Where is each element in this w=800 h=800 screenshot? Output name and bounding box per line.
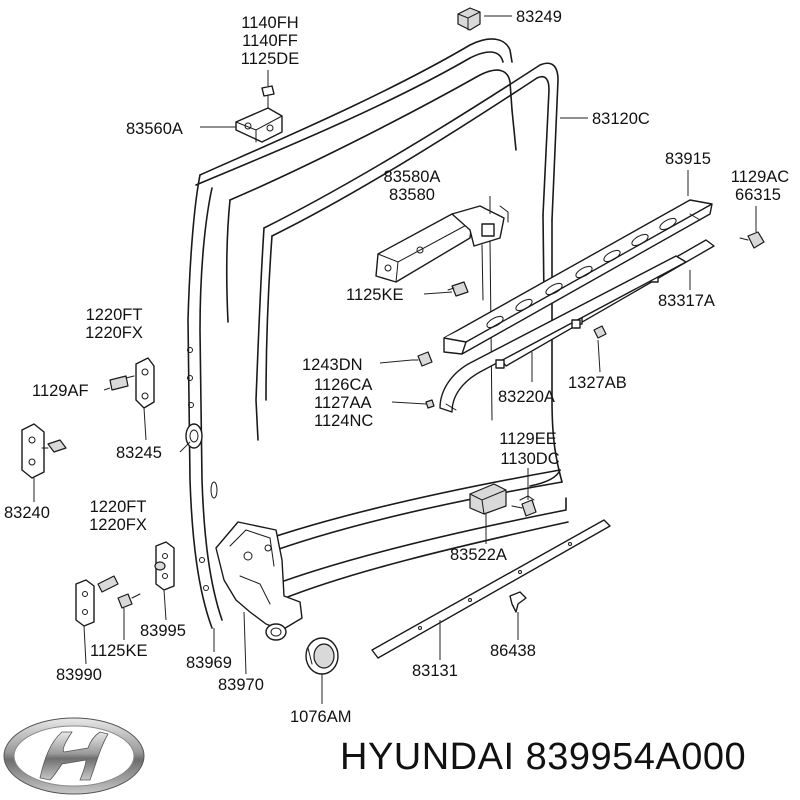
label-83995: 83995 (140, 622, 186, 640)
label-83317A: 83317A (658, 292, 715, 310)
rail-83915 (443, 199, 713, 355)
plate-83990 (75, 579, 95, 627)
bolt-1125KE-bottom (117, 593, 141, 609)
rail-83220A (439, 255, 687, 413)
label-83970: 83970 (218, 676, 264, 694)
label-1076AM: 1076AM (290, 708, 351, 726)
label-1129EE: 1129EE (499, 430, 557, 448)
label-1124NC: 1124NC (314, 412, 373, 430)
label-1327AB: 1327AB (568, 374, 627, 392)
bolt-1243DN (411, 351, 433, 367)
label-83580A: 83580A (384, 168, 441, 186)
label-1220FX-bottom: 1220FX (89, 516, 147, 534)
latch-83245 (185, 423, 203, 449)
grommet-1076AM (305, 637, 339, 675)
label-83969: 83969 (186, 654, 232, 672)
label-1129AC: 1129AC (731, 168, 789, 186)
label-1125DE: 1125DE (241, 50, 299, 68)
part-labels: 83249 1140FH 1140FF 1125DE 83560A 83120C… (4, 8, 789, 726)
screw-1220FT-bottom (97, 575, 119, 593)
striker-83245 (109, 357, 155, 409)
part-number: 839954A000 (525, 736, 747, 778)
label-1125KE-bottom: 1125KE (90, 642, 148, 660)
label-1126CA: 1126CA (314, 376, 372, 394)
bolt-1327AB (593, 325, 607, 339)
leader-lines (33, 15, 757, 704)
bolt-1125KE-top (447, 281, 469, 297)
label-83240: 83240 (4, 504, 50, 522)
label-1220FT-bottom: 1220FT (90, 498, 147, 516)
bolt-1129AC (739, 231, 765, 249)
label-83990: 83990 (56, 666, 102, 684)
label-1130DC: 1130DC (500, 450, 559, 468)
bolt-1127AA (425, 399, 435, 409)
label-1220FX-top: 1220FX (85, 324, 143, 342)
block-83522A (469, 483, 507, 515)
label-1129AF: 1129AF (32, 382, 89, 400)
brand-name: HYUNDAI (340, 736, 515, 778)
hinge-bracket-83580A (375, 205, 509, 283)
label-83220A: 83220A (498, 388, 555, 406)
label-83131: 83131 (412, 662, 458, 680)
label-1140FF: 1140FF (242, 32, 298, 50)
label-83915: 83915 (665, 150, 711, 168)
label-83560A: 83560A (126, 120, 183, 138)
label-83245: 83245 (116, 444, 162, 462)
hyundai-logo-icon (3, 717, 145, 795)
label-83120C: 83120C (592, 110, 650, 128)
label-1220FT-top: 1220FT (86, 306, 143, 324)
label-1140FH: 1140FH (241, 14, 298, 32)
bumper-stop-83249 (457, 7, 481, 31)
label-66315: 66315 (735, 186, 781, 204)
label-83580: 83580 (389, 186, 435, 204)
plate-83995 (154, 541, 175, 591)
label-1127AA: 1127AA (314, 394, 372, 412)
plate-83240 (21, 423, 67, 479)
hinge-83970 (215, 521, 303, 641)
bolt-1129EE (511, 499, 537, 517)
label-83249: 83249 (516, 8, 562, 26)
strip-83131 (371, 519, 611, 659)
label-1243DN: 1243DN (302, 356, 363, 374)
brand-caption: HYUNDAI 839954A000 (340, 736, 746, 779)
label-83522A: 83522A (450, 546, 507, 564)
label-86438: 86438 (490, 642, 536, 660)
clip-86438 (509, 591, 527, 613)
label-1125KE-top: 1125KE (346, 286, 404, 304)
bracket-83560A (235, 85, 283, 143)
